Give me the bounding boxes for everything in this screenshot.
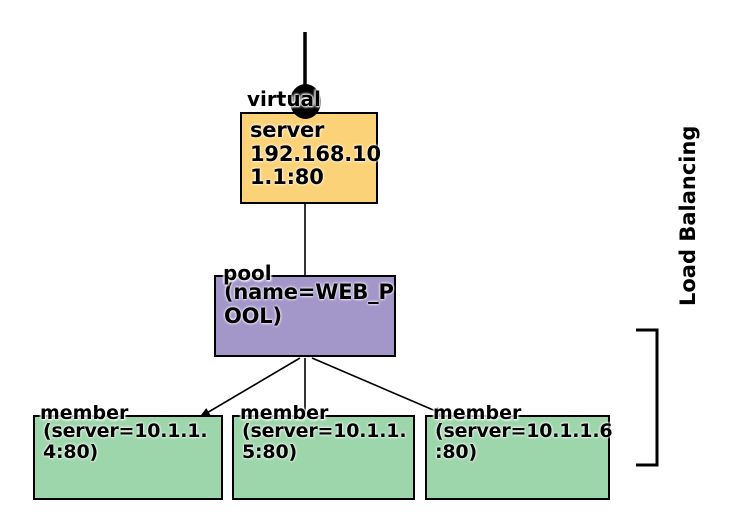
member-node-1[interactable]: (server=10.1.1. 5:80) [232, 415, 415, 500]
virtual-server-line1: server [250, 118, 325, 142]
load-balancing-line1: Load [676, 248, 700, 306]
pool-line2: OOL) [224, 303, 282, 328]
virtual-server-label: virtual [247, 87, 321, 111]
pool-label: pool [223, 261, 272, 285]
member-node-0[interactable]: (server=10.1.1. 4:80) [33, 415, 223, 500]
load-balancing-annotation: Load Balancing [676, 126, 700, 306]
member-node-2[interactable]: (server=10.1.1.6 :80) [425, 415, 613, 500]
member-1-line1: (server=10.1.1. [242, 420, 407, 442]
member-0-line2: 4:80) [43, 441, 98, 464]
member-label-2: member [433, 402, 522, 424]
member-2-line2: :80) [435, 441, 477, 464]
virtual-server-line3: 1.1:80 [250, 165, 324, 190]
member-2-line1: (server=10.1.1.6 [435, 420, 613, 442]
member-label-1: member [240, 402, 329, 424]
load-balancing-bracket [636, 328, 659, 467]
member-label-0: member [40, 402, 129, 424]
virtual-server-node[interactable]: server 192.168.10 1.1:80 [240, 112, 381, 204]
virtual-server-line2: 192.168.10 [250, 141, 381, 166]
member-0-line1: (server=10.1.1. [43, 420, 208, 442]
member-1-line2: 5:80) [242, 441, 297, 464]
arrow-pool-to-member-2 [311, 357, 446, 416]
load-balancing-line2: Balancing [676, 125, 700, 242]
pool-node[interactable]: (name=WEB_P OOL) [214, 275, 396, 357]
pool-line1: (name=WEB_P [224, 280, 394, 304]
